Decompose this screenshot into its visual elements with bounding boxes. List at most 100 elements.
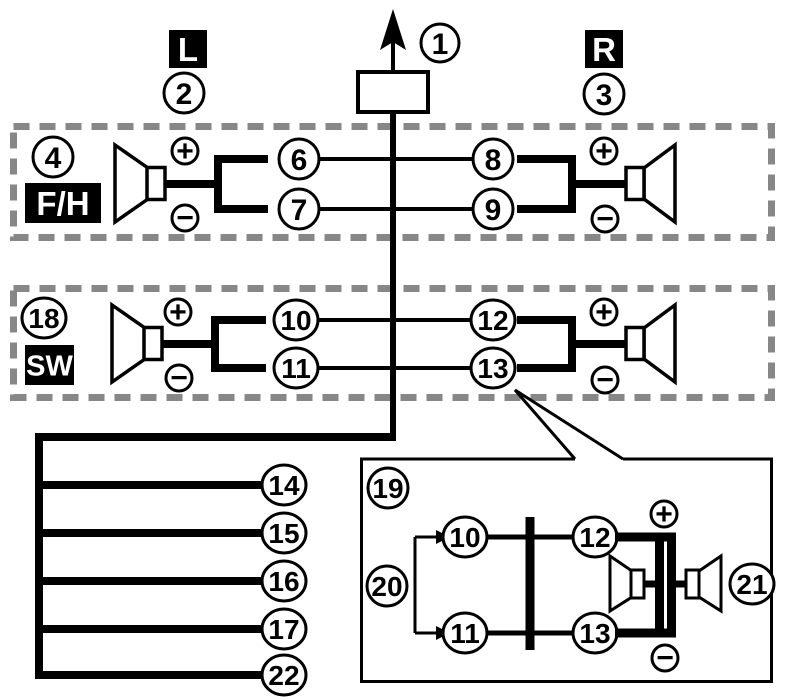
callout-1-label: 1 — [432, 28, 449, 61]
plus-label: + — [169, 296, 187, 329]
minus-icon — [170, 203, 200, 233]
callout-8-circle — [471, 137, 515, 181]
callout-3-circle — [582, 72, 626, 116]
sw-tag-label: SW — [26, 350, 73, 382]
callout-11-circle — [272, 346, 320, 390]
fh-right-speaker-icon — [568, 141, 677, 226]
channel-tag-left: L 2 — [162, 30, 207, 115]
callout-7-circle — [277, 187, 321, 231]
callout-17-circle — [260, 607, 308, 651]
callout-14-label: 14 — [268, 470, 300, 501]
callout-10-circle — [272, 298, 320, 342]
minus-label: − — [596, 364, 614, 397]
plus-label: + — [595, 296, 613, 329]
callout-22-circle — [260, 653, 308, 697]
speaker-magnet — [684, 568, 701, 600]
sw-tag-box — [25, 345, 74, 385]
plus-icon — [649, 499, 679, 529]
speaker-magnet — [624, 165, 646, 202]
harness-wires: 14 15 16 17 22 — [35, 433, 396, 697]
callout-4-label: 4 — [45, 142, 62, 175]
callout-18-circle — [20, 296, 68, 340]
callout-17-label: 17 — [268, 614, 299, 645]
callout-13-label: 13 — [477, 353, 508, 384]
callout-4-circle — [31, 135, 75, 179]
right-tag-label: R — [592, 31, 616, 68]
right-tag-box — [585, 30, 623, 68]
plus-label: + — [595, 135, 613, 168]
minus-label: − — [656, 642, 674, 675]
inset-callout-12-label: 12 — [579, 522, 610, 553]
up-arrow-icon — [380, 9, 406, 50]
fh-left-speaker-icon — [113, 141, 222, 226]
subwoofer-row: 18 SW 10 11 12 13 + − + − — [20, 296, 677, 397]
callout-20-label: 20 — [371, 571, 402, 602]
inset-callout-13-label: 13 — [579, 618, 610, 649]
plus-icon — [163, 297, 193, 327]
callout-12-circle — [469, 298, 517, 342]
speaker-magnet — [624, 325, 646, 362]
callout-15-circle — [260, 511, 308, 555]
callout-16-circle — [260, 559, 308, 603]
connector-box — [356, 70, 430, 114]
callout-6-circle — [277, 137, 321, 181]
inset-callout-11-label: 11 — [450, 618, 480, 649]
inset-callout-11-circle — [441, 611, 489, 655]
plus-icon — [170, 136, 200, 166]
callout-3-label: 3 — [596, 79, 613, 112]
sw-left-speaker-icon — [110, 301, 219, 386]
left-tag-box — [169, 30, 207, 68]
callout-10-label: 10 — [280, 305, 311, 336]
inset-callout-10-circle — [441, 515, 489, 559]
callout-7-label: 7 — [291, 194, 308, 227]
plus-icon — [589, 136, 619, 166]
callout-18-label: 18 — [28, 303, 59, 334]
callout-19-label: 19 — [372, 473, 403, 504]
minus-icon — [590, 365, 620, 395]
inset-border — [360, 457, 773, 683]
fh-tag-label: F/H — [36, 185, 89, 222]
minus-label: − — [170, 362, 188, 395]
inset-detail-box: 19 20 10 11 12 13 — [360, 388, 776, 683]
plus-label: + — [176, 135, 194, 168]
callout-21-label: 21 — [736, 569, 767, 600]
callout-16-label: 16 — [268, 566, 299, 597]
fh-tag-box — [25, 183, 101, 223]
minus-label: − — [596, 203, 614, 236]
dual-speaker-terminal — [608, 532, 723, 638]
plus-icon — [589, 297, 619, 327]
callout-1-circle — [419, 22, 461, 64]
front-high-row: 4 F/H 6 7 8 9 + − + − — [25, 135, 677, 236]
inset-callout-10-label: 10 — [449, 522, 480, 553]
callout-21-circle — [728, 562, 776, 606]
callout-13-circle — [469, 346, 517, 390]
inset-pointer — [513, 388, 624, 461]
callout-15-label: 15 — [268, 518, 299, 549]
callout-2-label: 2 — [176, 78, 193, 111]
speaker-magnet — [142, 325, 164, 362]
callout-12-label: 12 — [477, 305, 508, 336]
callout-20-circle — [365, 564, 409, 608]
inset-right-speaker-icon — [684, 553, 723, 614]
plus-label: + — [655, 498, 673, 531]
speaker-magnet — [629, 568, 646, 600]
callout-6-label: 6 — [291, 144, 308, 177]
callout-9-label: 9 — [485, 194, 502, 227]
minus-icon — [650, 643, 680, 673]
inset-left-speaker-icon — [608, 553, 646, 614]
channel-tag-right: R 3 — [582, 30, 626, 116]
minus-label: − — [176, 202, 194, 235]
callout-2-circle — [162, 71, 206, 115]
callout-9-circle — [471, 187, 515, 231]
callout-11-label: 11 — [281, 353, 311, 384]
speaker-magnet — [145, 165, 167, 202]
sw-right-speaker-icon — [568, 301, 677, 386]
minus-icon — [164, 363, 194, 393]
left-tag-label: L — [178, 31, 198, 68]
callout-14-circle — [260, 463, 308, 507]
head-unit-connector: 1 — [356, 9, 461, 441]
callout-22-label: 22 — [268, 660, 299, 691]
callout-8-label: 8 — [485, 144, 502, 177]
callout-19-circle — [366, 466, 410, 510]
